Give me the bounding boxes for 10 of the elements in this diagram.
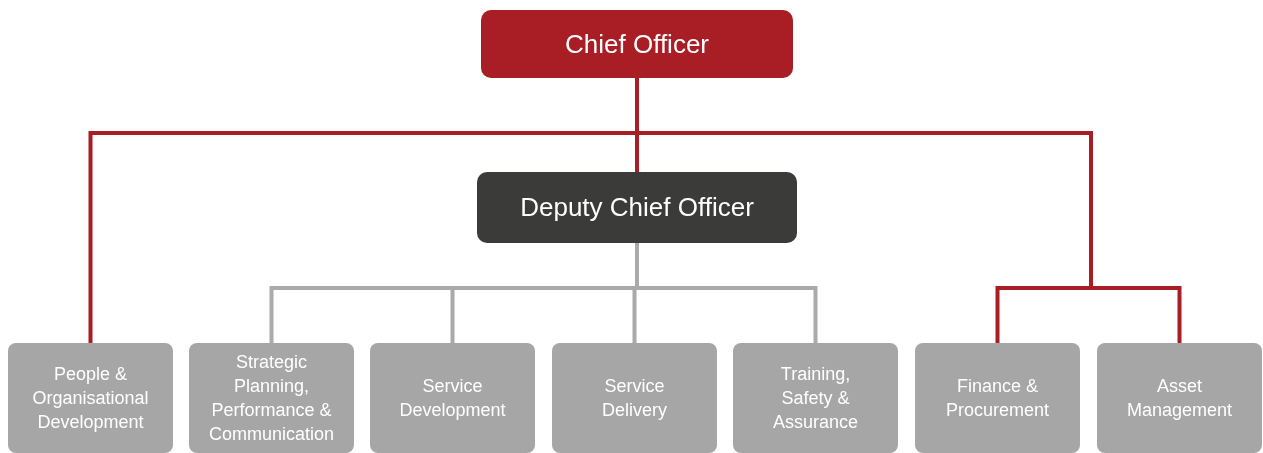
department-box: Strategic Planning, Performance & Communication	[189, 343, 354, 453]
department-box: Training, Safety & Assurance	[733, 343, 898, 453]
department-box: Service Delivery	[552, 343, 717, 453]
deputy-box: Deputy Chief Officer	[477, 172, 797, 243]
department-box: People & Organisational Development	[8, 343, 173, 453]
department-box: Asset Management	[1097, 343, 1262, 453]
department-box: Service Development	[370, 343, 535, 453]
connector-line	[635, 243, 818, 343]
chief-box: Chief Officer	[481, 10, 793, 78]
department-box: Finance & Procurement	[915, 343, 1080, 453]
